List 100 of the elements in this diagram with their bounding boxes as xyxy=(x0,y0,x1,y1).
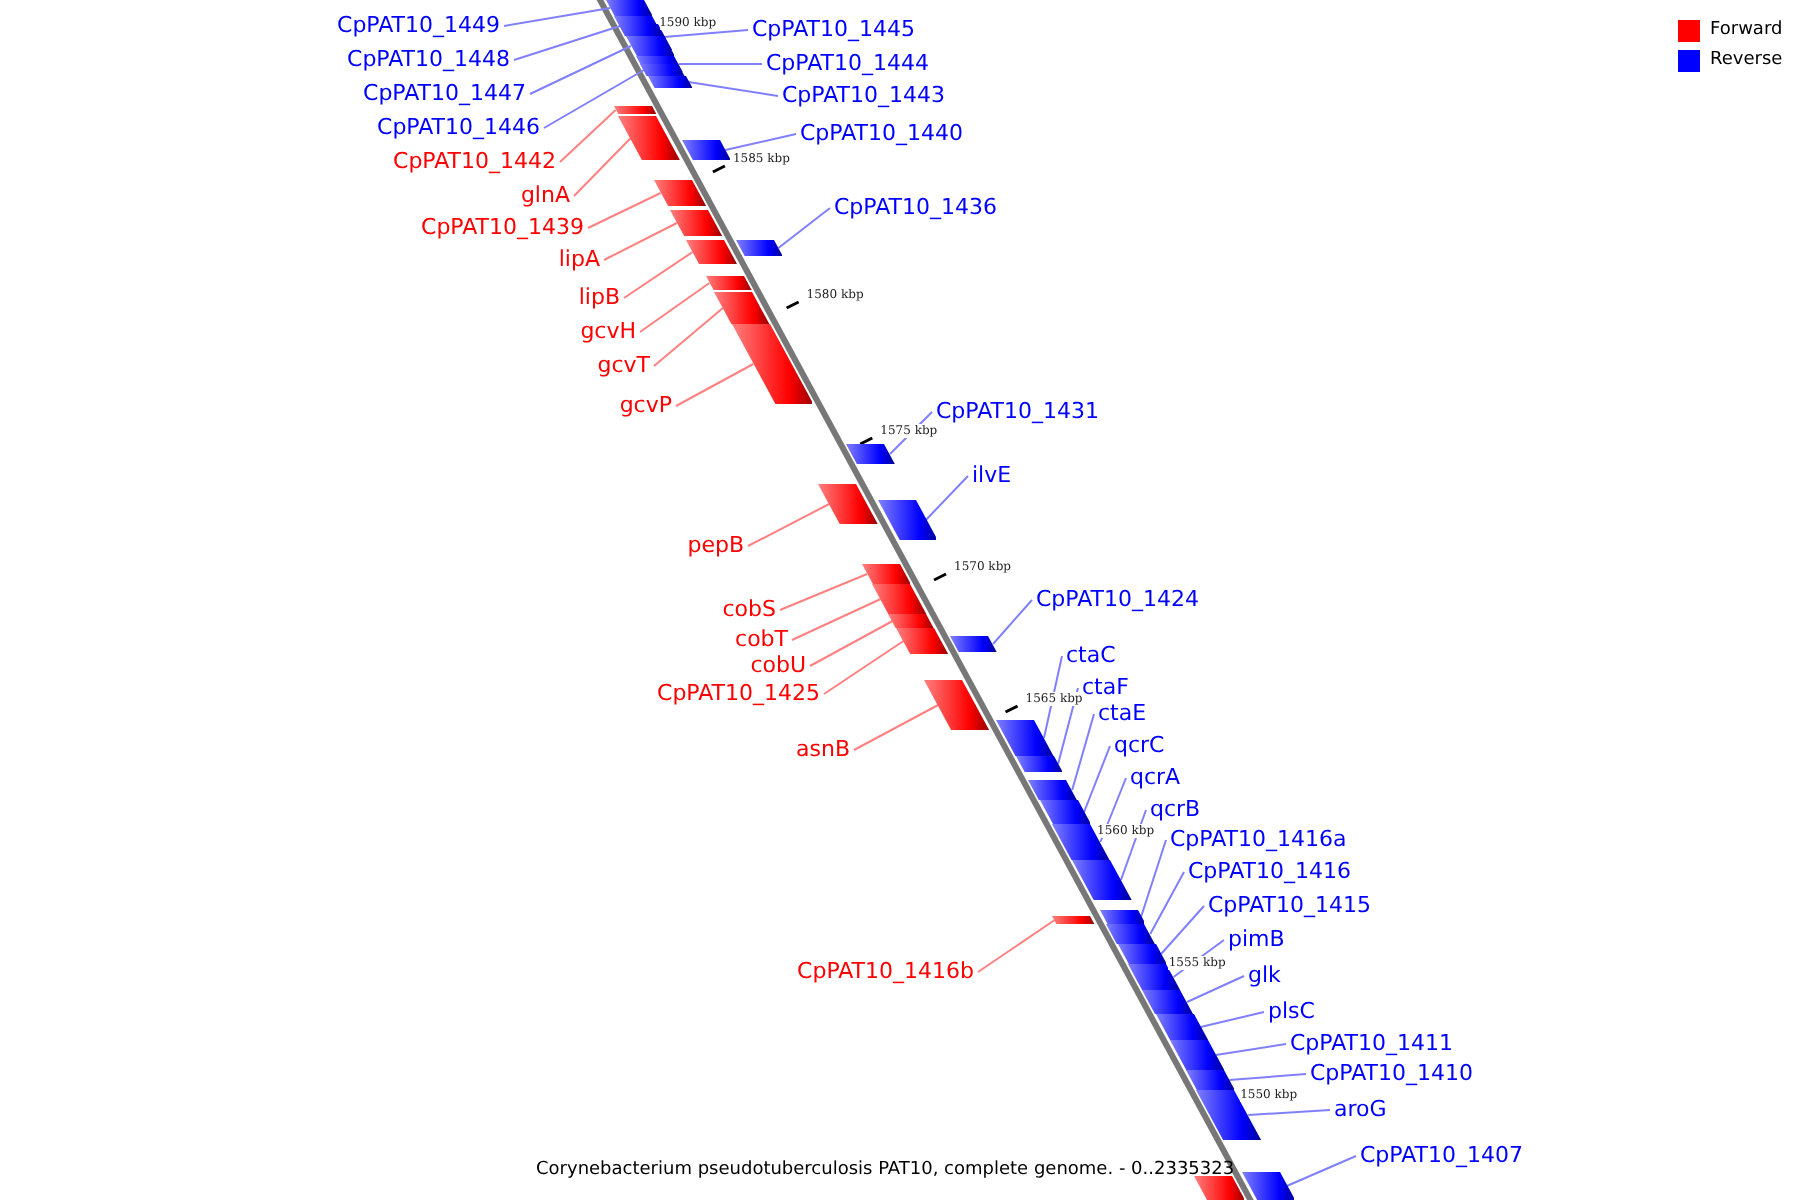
gene-block xyxy=(818,484,878,524)
gene-label: CpPAT10_1446 xyxy=(377,114,540,140)
gene-label: CpPAT10_1416b xyxy=(797,958,974,984)
gene-label: CpPAT10_1431 xyxy=(936,398,1099,424)
gene-label: qcrB xyxy=(1150,796,1201,822)
leader-line xyxy=(1214,1043,1287,1056)
gene-block xyxy=(1099,910,1145,924)
gene-block xyxy=(681,140,731,160)
gene-label: pepB xyxy=(687,532,744,558)
leader-line xyxy=(809,620,894,667)
gene-block xyxy=(1052,916,1095,924)
gene-block xyxy=(647,76,692,88)
leader-line xyxy=(1247,1109,1331,1116)
gene-label: ctaC xyxy=(1066,642,1116,668)
leader-line xyxy=(543,69,645,129)
gene-label: CpPAT10_1439 xyxy=(421,214,584,240)
gene-label: CpPAT10_1445 xyxy=(752,16,915,42)
leader-line xyxy=(924,475,969,521)
gene-label: qcrC xyxy=(1114,732,1165,758)
gene-block xyxy=(861,564,911,584)
gene-block xyxy=(686,240,738,264)
leader-line xyxy=(623,251,694,299)
gene-label: cobT xyxy=(735,626,788,652)
gene-block xyxy=(877,500,937,540)
gene-block xyxy=(1106,924,1156,944)
gene-block xyxy=(1128,964,1181,990)
gene-block xyxy=(640,64,686,76)
gene-label: qcrA xyxy=(1130,764,1181,790)
gene-block xyxy=(669,210,722,236)
leader-line xyxy=(779,573,869,611)
gene-label: lipB xyxy=(578,284,620,310)
gene-label: cobS xyxy=(722,596,776,622)
gene-label: pimB xyxy=(1228,926,1285,952)
leader-line xyxy=(747,503,831,547)
gene-label: CpPAT10_1425 xyxy=(657,680,820,706)
gene-label: CpPAT10_1424 xyxy=(1036,586,1199,612)
gene-label: glk xyxy=(1248,962,1281,988)
gene-label: gcvH xyxy=(580,318,636,344)
leader-line xyxy=(639,282,711,333)
leader-line xyxy=(1285,1155,1357,1187)
gene-label: cobU xyxy=(750,652,806,678)
gene-label: CpPAT10_1449 xyxy=(337,12,500,38)
leader-line xyxy=(529,45,632,95)
gene-label: gcvT xyxy=(597,352,650,378)
gene-block xyxy=(1142,990,1194,1014)
gene-block xyxy=(653,180,706,206)
gene-label: CpPAT10_1444 xyxy=(766,50,929,76)
gene-label: aroG xyxy=(1334,1096,1387,1122)
legend-label: Forward xyxy=(1710,18,1783,44)
gene-label: CpPAT10_1416a xyxy=(1170,826,1347,852)
gene-label: CpPAT10_1448 xyxy=(347,46,510,72)
leader-line xyxy=(1083,745,1111,813)
gene-block xyxy=(736,240,783,256)
leader-line xyxy=(977,919,1056,973)
gene-label: CpPAT10_1416 xyxy=(1188,858,1351,884)
leader-line xyxy=(1119,809,1147,881)
gene-block xyxy=(1155,1014,1208,1040)
gene-label: CpPAT10_1436 xyxy=(834,194,997,220)
gene-label: CpPAT10_1415 xyxy=(1208,892,1371,918)
gene-label: ilvE xyxy=(972,462,1012,488)
leader-line xyxy=(663,29,749,38)
leader-line xyxy=(853,704,940,751)
leader-line xyxy=(1199,1011,1265,1028)
gene-block xyxy=(1117,944,1167,964)
gene-label: CpPAT10_1447 xyxy=(363,80,526,106)
gene-block xyxy=(924,680,990,730)
leader-line xyxy=(587,192,662,229)
gene-label: CpPAT10_1411 xyxy=(1290,1030,1453,1056)
gene-label: ctaF xyxy=(1082,674,1129,700)
gene-block xyxy=(1028,780,1078,800)
gene-block xyxy=(1039,800,1091,824)
leader-line xyxy=(777,207,831,249)
gene-label: CpPAT10_1407 xyxy=(1360,1142,1523,1168)
gene-block xyxy=(606,0,653,16)
leader-line xyxy=(1149,871,1185,935)
gene-label: asnB xyxy=(796,736,850,762)
leader-line xyxy=(687,81,779,97)
leader-line xyxy=(675,363,755,407)
leader-line xyxy=(513,25,622,61)
gene-block xyxy=(950,636,998,652)
caption: Corynebacterium pseudotuberculosis PAT10, complete genome. - 0..2335323 xyxy=(536,1158,1235,1184)
leader-line xyxy=(992,599,1033,645)
leader-line xyxy=(1071,713,1095,791)
gene-label: gcvP xyxy=(619,392,672,418)
leader-line xyxy=(573,137,632,197)
leader-line xyxy=(653,307,724,367)
leader-line xyxy=(1228,1073,1307,1081)
gene-label: CpPAT10_1443 xyxy=(782,82,945,108)
gene-label: ctaE xyxy=(1098,700,1147,726)
gene-label: CpPAT10_1442 xyxy=(393,148,556,174)
leader-line xyxy=(823,640,905,695)
leader-line xyxy=(603,222,678,261)
gene-label: lipA xyxy=(558,246,600,272)
leader-line xyxy=(559,109,617,163)
gene-block xyxy=(846,444,896,464)
gene-block xyxy=(1169,1040,1224,1070)
gene-label: CpPAT10_1410 xyxy=(1310,1060,1473,1086)
legend-label: Reverse xyxy=(1710,48,1783,74)
leader-line xyxy=(677,63,763,65)
leader-line xyxy=(791,598,882,641)
